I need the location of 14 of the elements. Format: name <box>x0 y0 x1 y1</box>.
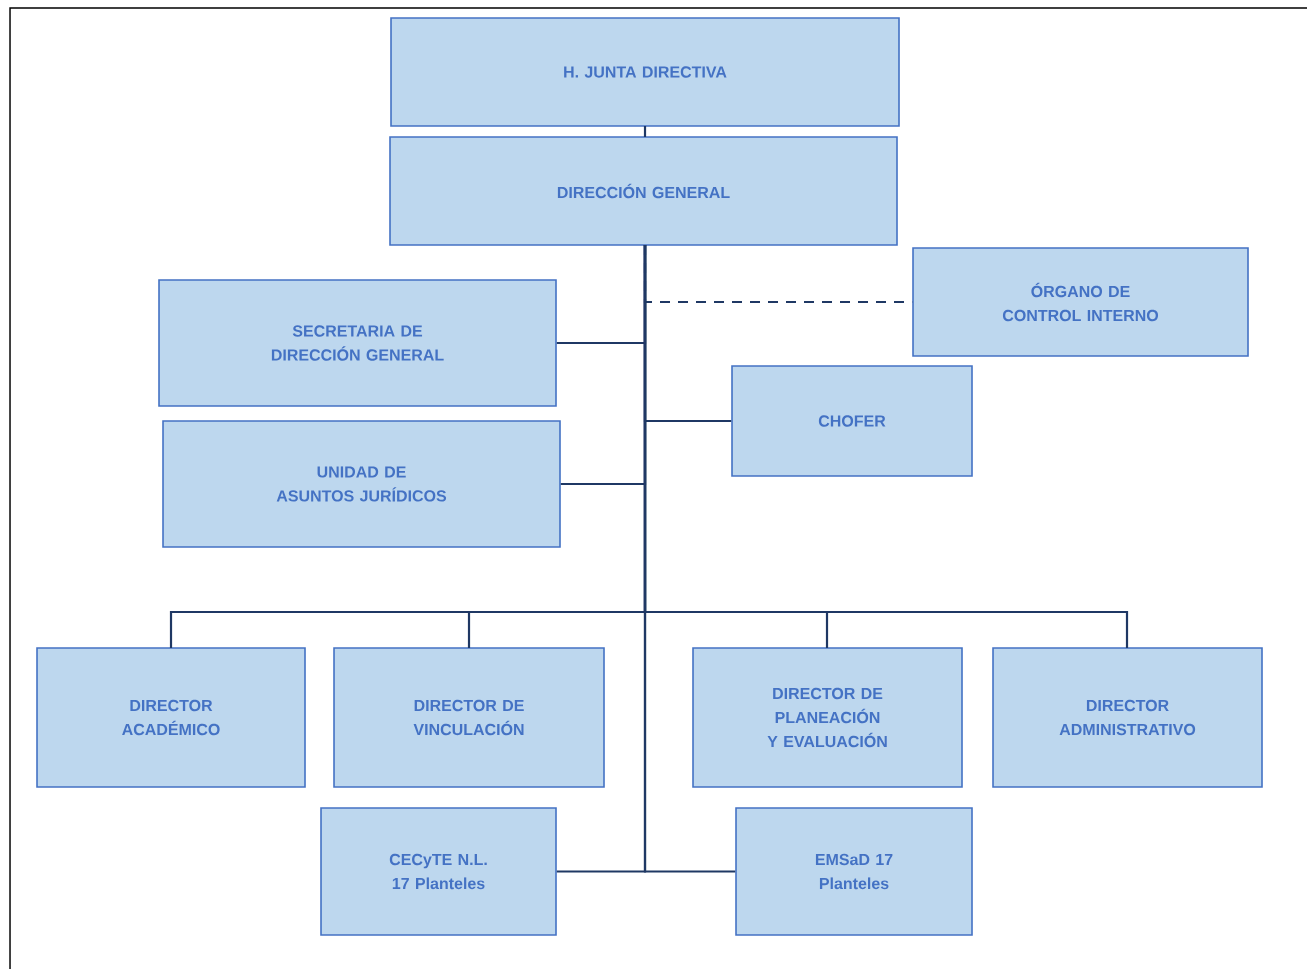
org-box: CECyTE N.L. 17 Planteles <box>320 807 557 936</box>
org-box: DIRECTOR DE PLANEACIÓN Y EVALUACIÓN <box>692 647 963 788</box>
org-box: SECRETARIA DE DIRECCIÓN GENERAL <box>158 279 557 407</box>
org-box: UNIDAD DE ASUNTOS JURÍDICOS <box>162 420 561 548</box>
org-box: DIRECTOR DE VINCULACIÓN <box>333 647 605 788</box>
org-box: EMSaD 17 Planteles <box>735 807 973 936</box>
connector-line <box>643 126 647 137</box>
org-box: DIRECTOR ACADÉMICO <box>36 647 306 788</box>
org-box: CHOFER <box>731 365 973 477</box>
connector-line <box>643 245 736 873</box>
org-box: DIRECTOR ADMINISTRATIVO <box>992 647 1263 788</box>
org-box: H. JUNTA DIRECTIVA <box>390 17 900 127</box>
org-box: DIRECCIÓN GENERAL <box>389 136 898 246</box>
org-box: ÓRGANO DE CONTROL INTERNO <box>912 247 1249 357</box>
